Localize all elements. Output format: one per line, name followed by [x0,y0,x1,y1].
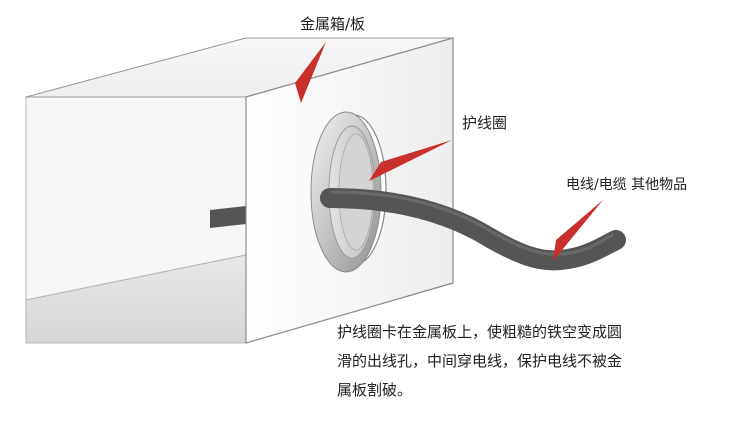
cable [320,188,626,271]
description-text: 护线圈卡在金属板上，使粗糙的铁空变成圆 滑的出线孔，中间穿电线，保护电线不被金 … [337,318,742,405]
label-grommet: 护线圈 [462,114,508,132]
description-line: 滑的出线孔，中间穿电线，保护电线不被金 [337,352,623,370]
description-line: 护线圈卡在金属板上，使粗糙的铁空变成圆 [337,323,623,341]
arrow-grommet [369,140,452,181]
arrow-box [295,42,326,103]
box-interior [25,37,247,344]
arrow-cable [553,200,603,261]
cable-highlight [330,190,614,256]
description-line: 属板割破。 [337,381,413,399]
cable-interior-segment [210,206,246,228]
label-cable: 电线/电缆 其他物品 [566,177,688,193]
label-metal-box: 金属箱/板 [300,15,366,33]
pointer-arrows [295,42,603,261]
